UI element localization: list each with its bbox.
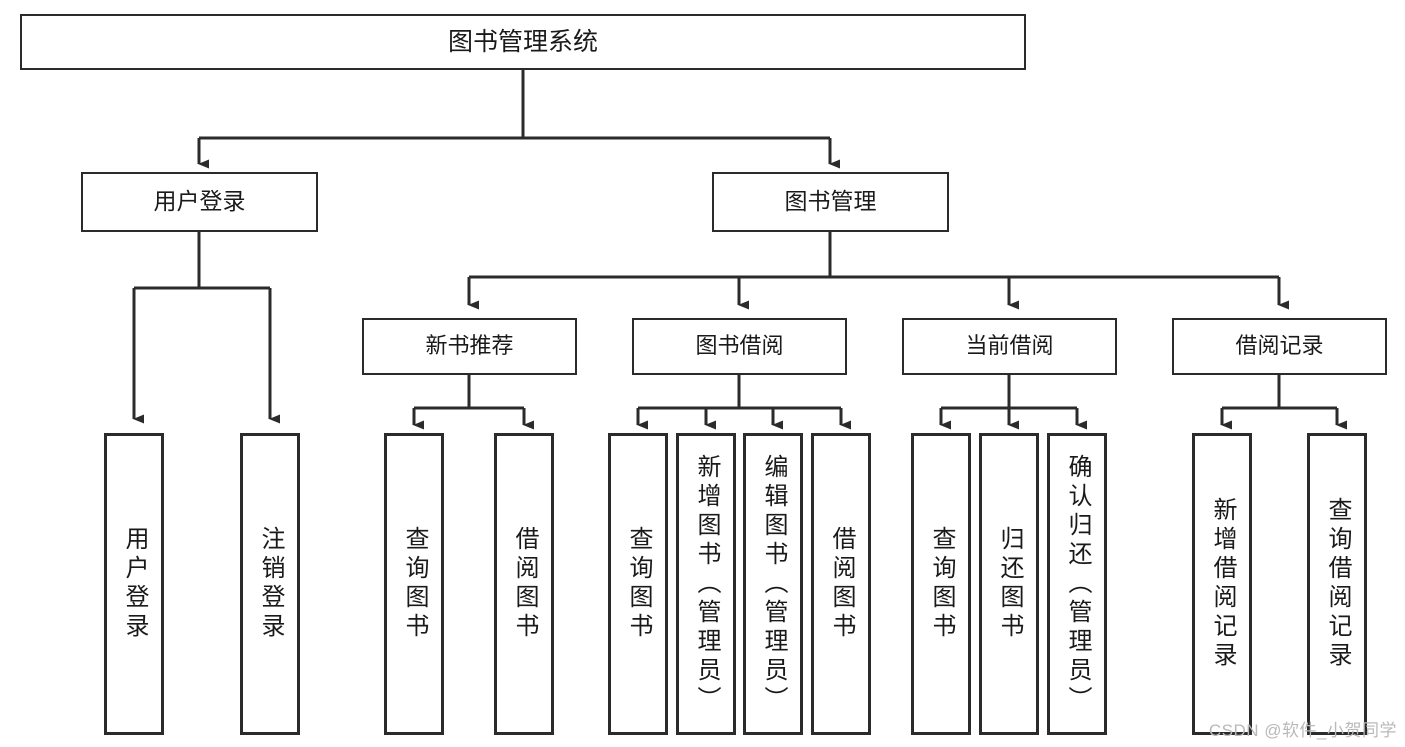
node-label: 查询图书 xyxy=(401,526,428,642)
leaf-current-borrow-query-book[interactable]: 查询图书 xyxy=(911,433,971,735)
node-label: 新增图书（管理员） xyxy=(693,453,720,715)
leaf-book-borrow-borrow-book[interactable]: 借阅图书 xyxy=(811,433,871,735)
leaf-user-login-login[interactable]: 用户登录 xyxy=(104,433,164,735)
node-label: 图书借阅 xyxy=(695,333,784,359)
leaf-borrow-record-query-record[interactable]: 查询借阅记录 xyxy=(1307,433,1367,735)
node-label: 借阅记录 xyxy=(1235,333,1324,359)
leaf-new-book-query-book[interactable]: 查询图书 xyxy=(384,433,444,735)
node-label: 确认归还（管理员） xyxy=(1064,453,1091,715)
node-label: 查询图书 xyxy=(928,526,955,642)
node-label: 图书管理 xyxy=(784,188,877,215)
node-current-borrow[interactable]: 当前借阅 xyxy=(902,318,1117,375)
node-label: 新书推荐 xyxy=(425,333,514,359)
node-label: 查询借阅记录 xyxy=(1324,497,1351,671)
node-label: 编辑图书（管理员） xyxy=(760,453,787,715)
leaf-current-borrow-return-book[interactable]: 归还图书 xyxy=(979,433,1039,735)
node-label: 图书管理系统 xyxy=(447,28,598,56)
leaf-book-borrow-query-book[interactable]: 查询图书 xyxy=(608,433,668,735)
node-label: 用户登录 xyxy=(121,526,148,642)
node-label: 当前借阅 xyxy=(965,333,1054,359)
leaf-current-borrow-confirm-return-admin[interactable]: 确认归还（管理员） xyxy=(1047,433,1107,735)
node-new-book-recommend[interactable]: 新书推荐 xyxy=(362,318,577,375)
csdn-watermark: CSDN @软件_小贺同学 xyxy=(1208,721,1397,740)
node-label: 新增借阅记录 xyxy=(1209,497,1236,671)
node-root-system[interactable]: 图书管理系统 xyxy=(20,14,1026,70)
leaf-borrow-record-add-record[interactable]: 新增借阅记录 xyxy=(1192,433,1252,735)
node-book-management[interactable]: 图书管理 xyxy=(712,172,949,232)
leaf-book-borrow-edit-book-admin[interactable]: 编辑图书（管理员） xyxy=(743,433,803,735)
leaf-book-borrow-add-book-admin[interactable]: 新增图书（管理员） xyxy=(676,433,736,735)
node-label: 查询图书 xyxy=(625,526,652,642)
leaf-user-login-logout[interactable]: 注销登录 xyxy=(240,433,300,735)
node-label: 借阅图书 xyxy=(511,526,538,642)
leaf-new-book-borrow-book[interactable]: 借阅图书 xyxy=(494,433,554,735)
node-borrow-record[interactable]: 借阅记录 xyxy=(1172,318,1387,375)
node-label: 注销登录 xyxy=(257,526,284,642)
node-user-login[interactable]: 用户登录 xyxy=(81,172,318,232)
node-label: 用户登录 xyxy=(153,188,246,215)
node-label: 归还图书 xyxy=(996,526,1023,642)
node-book-borrow[interactable]: 图书借阅 xyxy=(632,318,847,375)
node-label: 借阅图书 xyxy=(828,526,855,642)
